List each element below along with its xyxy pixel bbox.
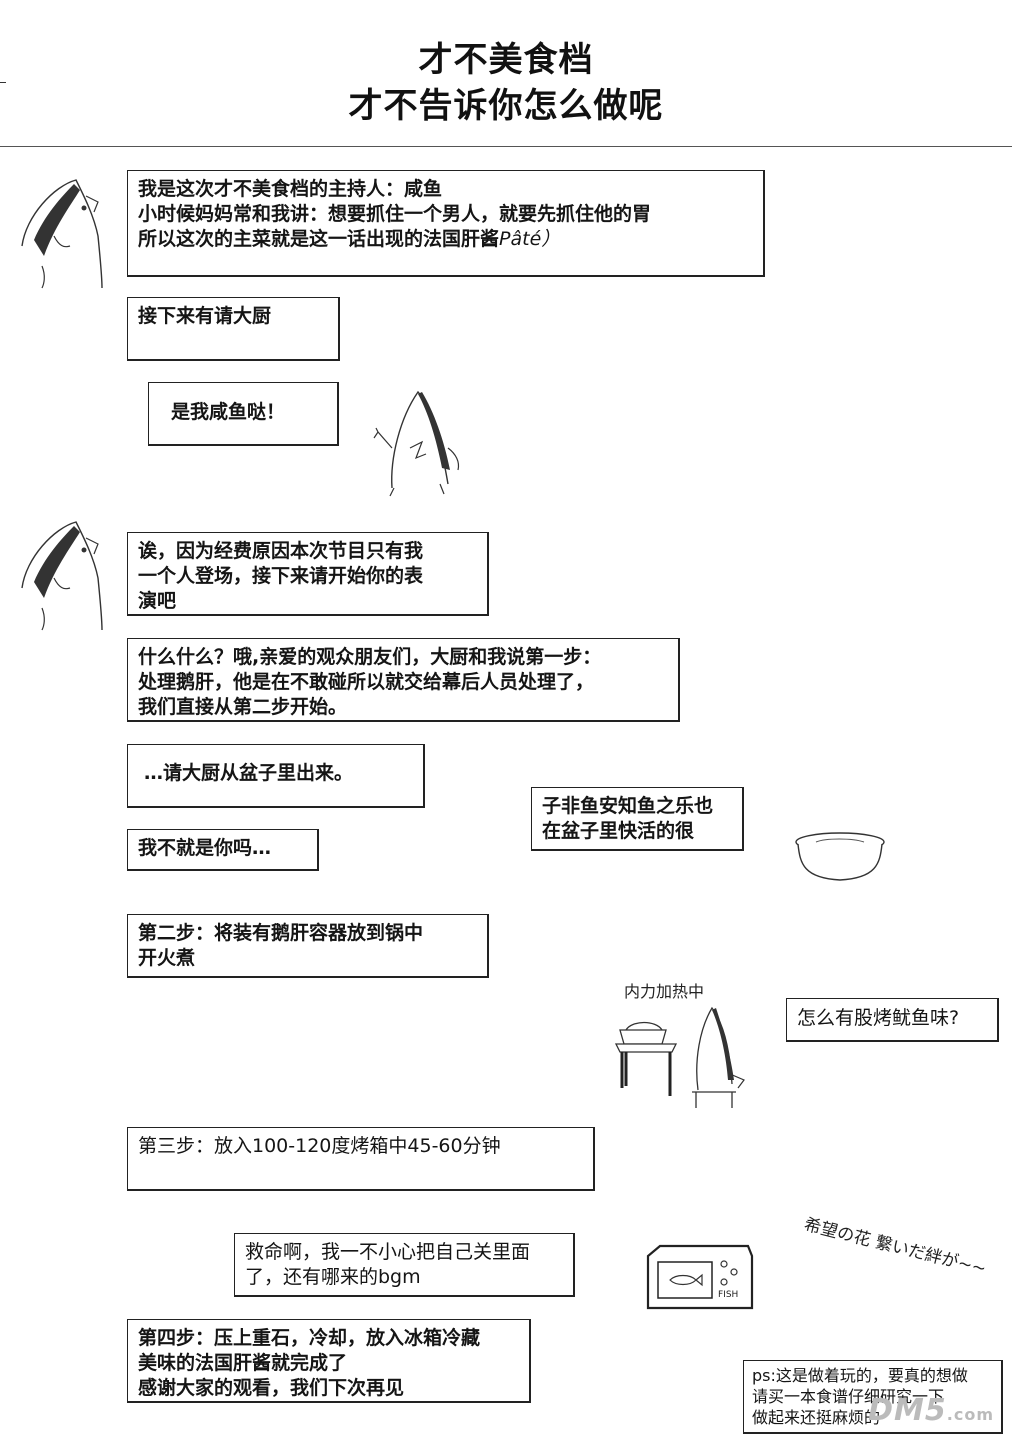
salted-fish-host-icon [14, 176, 104, 291]
step3-box: 第三步：放入100-120度烤箱中45-60分钟 [127, 1127, 595, 1191]
bowl-reply-line-2: 在盆子里快活的很 [542, 820, 695, 842]
squid-smell-text: 怎么有股烤鱿鱼味? [797, 1007, 960, 1029]
isnt-it-you-box: 我不就是你吗… [127, 829, 319, 871]
heating-label: 内力加热中 [624, 982, 705, 1001]
intro-line-1: 我是这次才不美食档的主持人：咸鱼 [138, 178, 443, 200]
budget-line-3: 演吧 [138, 590, 177, 612]
ps-note-box: ps:这是做着玩的，要真的想做 请买一本食谱仔细研究一下 做起来还挺麻烦的 [743, 1360, 1003, 1434]
come-out-text: …请大厨从盆子里出来。 [144, 762, 354, 784]
ps-line-2: 请买一本食谱仔细研究一下 [752, 1387, 945, 1406]
step1-line-2: 处理鹅肝，他是在不敢碰所以就交给幕后人员处理了， [138, 671, 595, 693]
help-line-1: 救命啊，我一不小心把自己关里面 [245, 1241, 531, 1263]
page-title: 才不美食档 [418, 40, 594, 80]
intro-pate-word: Pâté） [499, 228, 561, 250]
chef-reply-box: 是我咸鱼哒！ [148, 382, 339, 446]
step2-line-2: 开火煮 [138, 947, 196, 969]
step1-line-3: 我们直接从第二步开始。 [138, 696, 348, 718]
step2-box: 第二步：将装有鹅肝容器放到锅中 开火煮 [127, 914, 489, 978]
budget-speech-box: 诶，因为经费原因本次节目只有我 一个人登场，接下来请开始你的表 演吧 [127, 532, 489, 616]
step4-line-2: 美味的法国肝酱就完成了 [138, 1352, 348, 1374]
help-line-2: 了，还有哪来的bgm [245, 1266, 421, 1288]
chef-call-text: 接下来有请大厨 [138, 305, 272, 327]
oven-icon: FISH [644, 1242, 756, 1312]
watermark-main: DM5 [868, 1393, 947, 1428]
song-lyric: 希望の花 繋いだ絆が~~ [801, 1214, 989, 1280]
help-box: 救命啊，我一不小心把自己关里面 了，还有哪来的bgm [234, 1233, 575, 1297]
ps-line-3: 做起来还挺麻烦的 [752, 1408, 881, 1427]
intro-line-2: 小时候妈妈常和我讲：想要抓住一个男人，就要先抓住他的胃 [138, 203, 652, 225]
step4-line-3: 感谢大家的观看，我们下次再见 [138, 1377, 405, 1399]
intro-line-3: 所以这次的主菜就是这一话出现的法国肝酱 [138, 228, 500, 250]
page-subtitle: 才不告诉你怎么做呢 [348, 86, 664, 126]
bowl-reply-line-1: 子非鱼安知鱼之乐也 [542, 795, 714, 817]
step4-box: 第四步：压上重石，冷却，放入冰箱冷藏 美味的法国肝酱就完成了 感谢大家的观看，我… [127, 1319, 531, 1403]
step1-box: 什么什么？哦,亲爱的观众朋友们，大厨和我说第一步： 处理鹅肝，他是在不敢碰所以就… [127, 638, 680, 722]
site-watermark: DM5.com [868, 1393, 994, 1428]
ps-line-1: ps:这是做着玩的，要真的想做 [752, 1366, 968, 1385]
bowl-icon [792, 828, 888, 884]
isnt-it-you-text: 我不就是你吗… [138, 837, 272, 859]
intro-speech-box: 我是这次才不美食档的主持人：咸鱼 小时候妈妈常和我讲：想要抓住一个男人，就要先抓… [127, 170, 765, 277]
salted-fish-chef-icon [370, 388, 470, 498]
chef-call-box: 接下来有请大厨 [127, 297, 340, 361]
step2-line-1: 第二步：将装有鹅肝容器放到锅中 [138, 922, 424, 944]
salted-fish-host-icon-2 [14, 518, 104, 633]
edge-mark [0, 82, 6, 83]
budget-line-2: 一个人登场，接下来请开始你的表 [138, 565, 424, 587]
come-out-box: …请大厨从盆子里出来。 [127, 744, 425, 808]
header-divider [0, 146, 1012, 147]
watermark-suffix: .com [946, 1405, 994, 1424]
stove-fish-icon [612, 1000, 752, 1115]
squid-smell-box: 怎么有股烤鱿鱼味? [786, 998, 999, 1042]
bowl-reply-box: 子非鱼安知鱼之乐也 在盆子里快活的很 [531, 787, 744, 851]
budget-line-1: 诶，因为经费原因本次节目只有我 [138, 540, 424, 562]
step4-line-1: 第四步：压上重石，冷却，放入冰箱冷藏 [138, 1327, 481, 1349]
oven-label: FISH [718, 1290, 739, 1300]
step1-line-1: 什么什么？哦,亲爱的观众朋友们，大厨和我说第一步： [138, 646, 602, 668]
step3-text: 第三步：放入100-120度烤箱中45-60分钟 [138, 1135, 501, 1157]
chef-reply-text: 是我咸鱼哒！ [171, 401, 286, 423]
